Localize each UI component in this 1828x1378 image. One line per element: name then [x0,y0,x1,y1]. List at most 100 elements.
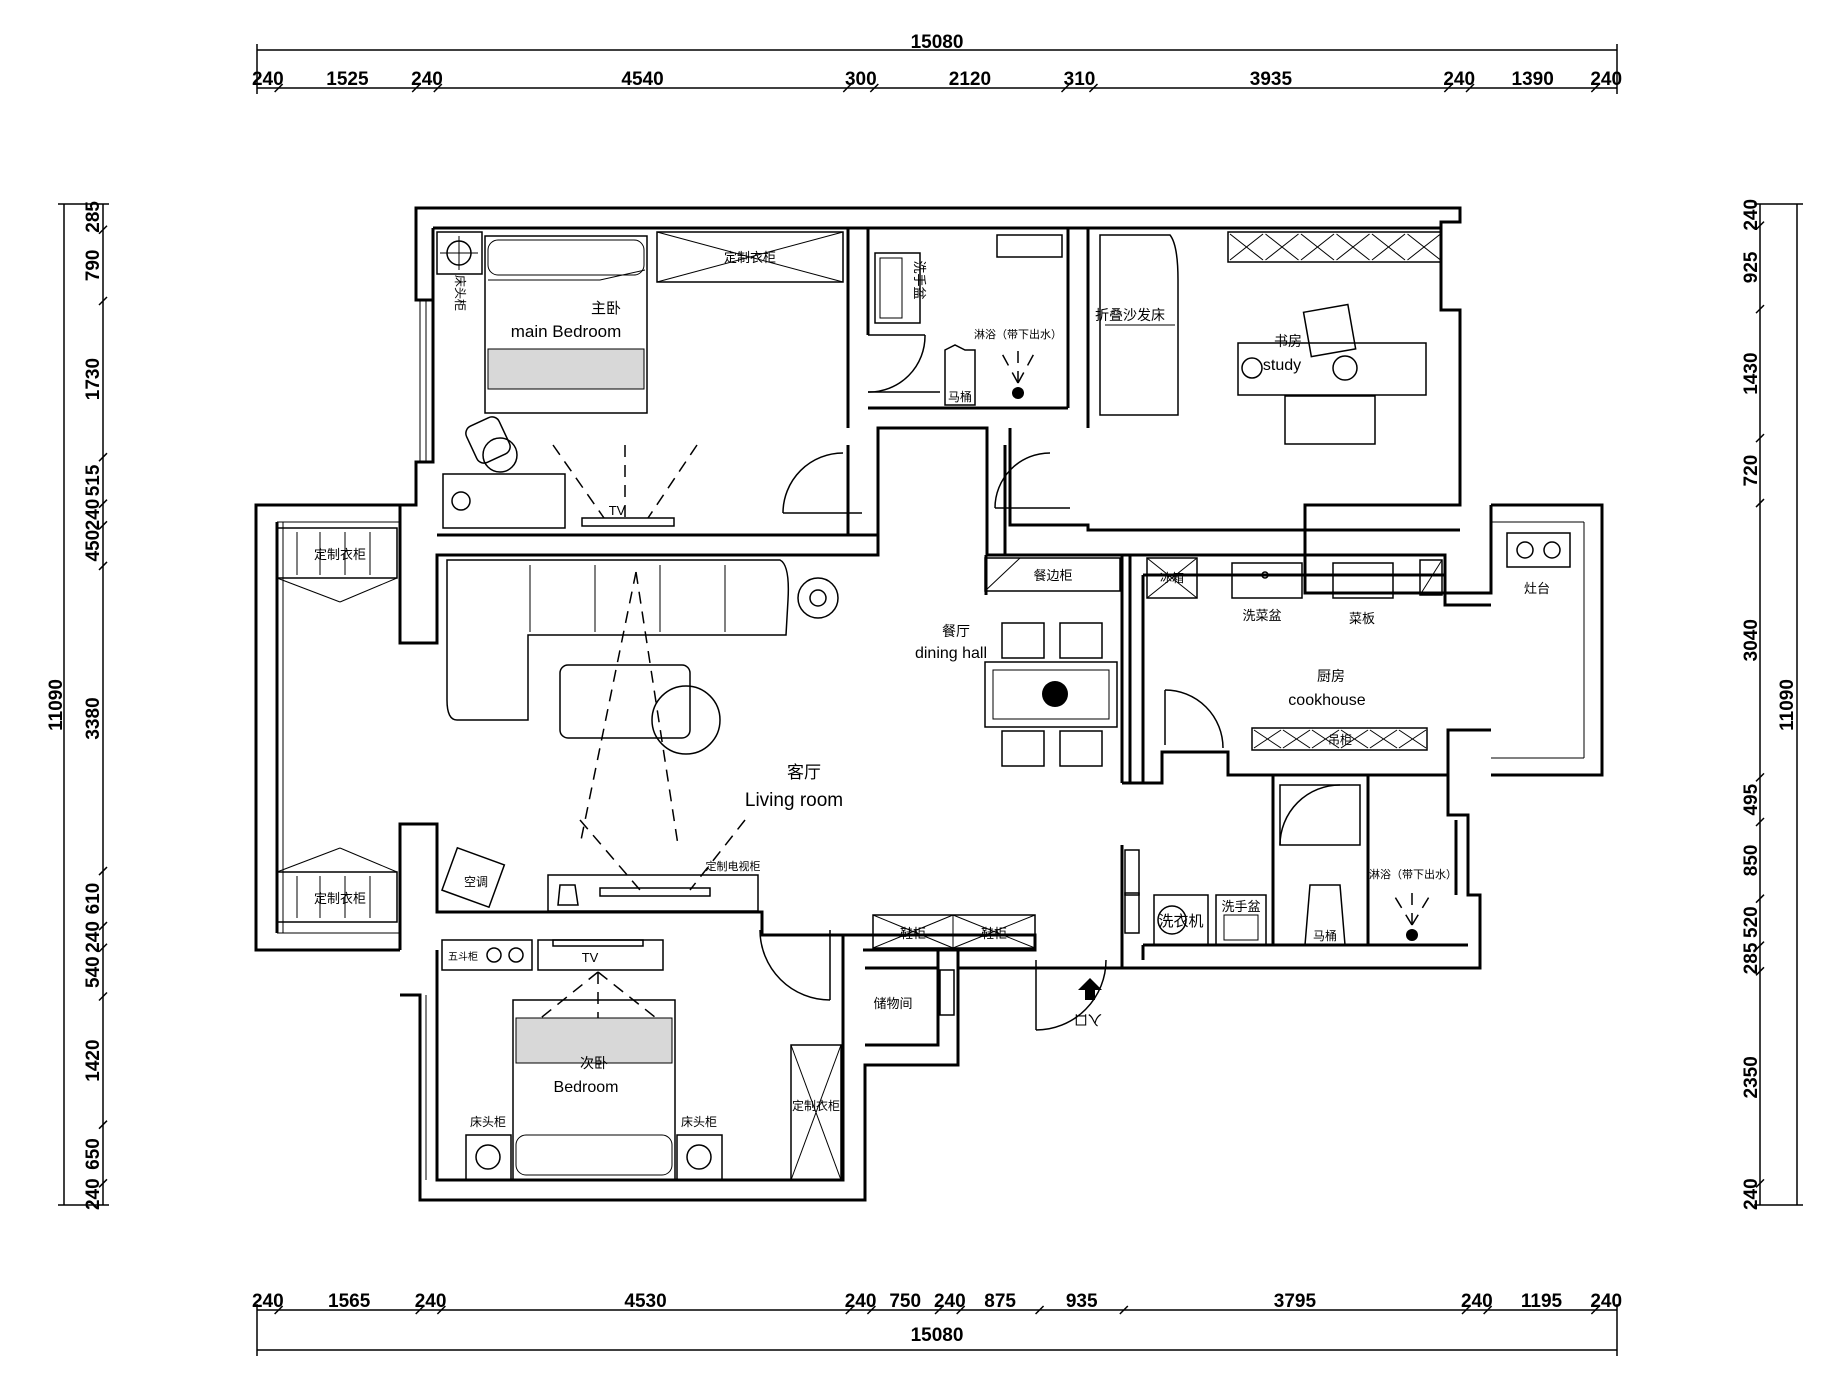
dimension-value: 285 [83,201,104,233]
study-desk [1237,342,1427,396]
entrance-arrow-icon [1078,978,1102,1000]
dimension-tick [98,452,108,462]
dimension-tick [411,83,421,93]
bedside-cabinet-label: 床头柜 [470,1115,506,1129]
chopping-board [1332,562,1394,599]
dimension-value: 4530 [624,1291,666,1312]
washing-machine [1153,894,1209,946]
left-total-dimension: 11090 [46,679,67,731]
dimension-value: 240 [845,1291,877,1312]
dimension-value: 935 [1066,1291,1098,1312]
sofa-bed [1099,234,1179,416]
bathroom-1: 洗手盆 马桶 淋浴（带下出水） [867,234,1063,406]
kitchen-cn: 厨房 [1317,669,1345,685]
bottom-dimension-ticks [274,1305,1600,1315]
dimension-tick [1755,221,1765,231]
bottom-total-dimension: 15080 [911,1325,964,1346]
dimension-tick [1590,83,1600,93]
wash-basin-label: 洗手盆 [911,260,926,299]
dimension-tick [98,921,108,931]
dining-chair [1059,622,1103,659]
dimension-value: 240 [1443,69,1475,90]
dimension-tick [98,1120,108,1130]
custom-wardrobe-label: 定制衣柜 [314,891,366,907]
dimension-value: 610 [83,883,104,915]
shower-label: 淋浴（带下出水） [974,327,1062,341]
left-dimension-lines [58,203,109,1206]
dimension-value: 240 [415,1291,447,1312]
shoe-cabinet-label: 鞋柜 [900,926,926,942]
shoe-cabinet [872,914,1036,949]
laundry-basin [1215,894,1267,946]
floor-lamp [797,577,839,619]
master-wardrobe [656,231,844,283]
dimension-value: 240 [83,499,104,531]
dimension-tick [98,225,108,235]
master-bedroom-cn: 主卧 [591,299,621,317]
dimension-tick [1461,1305,1471,1315]
dimension-tick [433,83,443,93]
dimension-tick [1755,966,1765,976]
custom-wardrobe-label: 定制衣柜 [314,547,366,563]
shower-label: 淋浴（带下出水） [1369,867,1457,881]
top-dimension-ticks [274,83,1600,93]
tv-label: TV [582,950,599,965]
dimension-value: 495 [1741,783,1762,815]
dimension-tick [98,520,108,530]
toilet [944,344,976,406]
dimension-value: 240 [1741,199,1762,231]
dimension-value: 650 [83,1138,104,1170]
study: 折叠沙发床 书房 study [994,231,1442,509]
dimension-value: 1525 [326,69,369,90]
dimension-value: 1195 [1521,1291,1563,1312]
stove-label: 灶台 [1524,582,1550,597]
storage-label: 储物间 [873,997,912,1012]
dimension-value: 240 [411,69,443,90]
bedroom-cn: 次卧 [580,1056,608,1072]
right-dimension-ticks [1755,221,1765,1188]
dimension-value: 790 [83,250,104,282]
study-en: study [1263,357,1301,374]
toilet-label: 马桶 [948,389,972,404]
dimension-tick [98,561,108,571]
left-dimension-ticks [98,225,108,1188]
dimension-value: 240 [1590,1291,1622,1312]
dimension-value: 1565 [328,1291,371,1312]
dimension-tick [436,1305,446,1315]
living-room-cn: 客厅 [787,763,821,783]
dimension-value: 540 [83,956,104,988]
dining-hall: 餐边柜 餐厅 dining hall [915,557,1121,767]
tv-cabinet [547,874,759,912]
bedroom-wardrobe [790,1044,842,1181]
dimension-tick [1755,772,1765,782]
dimension-tick [98,1178,108,1188]
sink-label: 洗菜盆 [1242,609,1281,624]
study-chair [1302,303,1357,358]
dimension-tick [98,499,108,509]
dining-chair [1001,622,1045,659]
dimension-tick [869,83,879,93]
living-room-en: Living room [745,790,843,811]
dimension-value: 720 [1741,455,1762,487]
dimension-tick [1755,894,1765,904]
dimension-value: 240 [934,1291,966,1312]
dimension-value: 285 [1741,942,1762,974]
dimension-tick [1755,304,1765,314]
entrance-label: 入口 [1074,1011,1102,1027]
dimension-value: 240 [1741,1178,1762,1210]
sofa-bed-label: 折叠沙发床 [1095,308,1165,324]
dimension-tick [1755,941,1765,951]
dimension-tick [842,83,852,93]
toilet-label: 马桶 [1313,928,1337,943]
dimension-tick [1590,1305,1600,1315]
dining-table [984,661,1118,728]
dimension-value: 850 [1741,845,1762,877]
kitchen-wall-cabinet [1251,727,1428,751]
living-tv [599,887,711,897]
second-bed [512,999,676,1181]
fridge [1146,557,1198,599]
dimension-tick [98,866,108,876]
